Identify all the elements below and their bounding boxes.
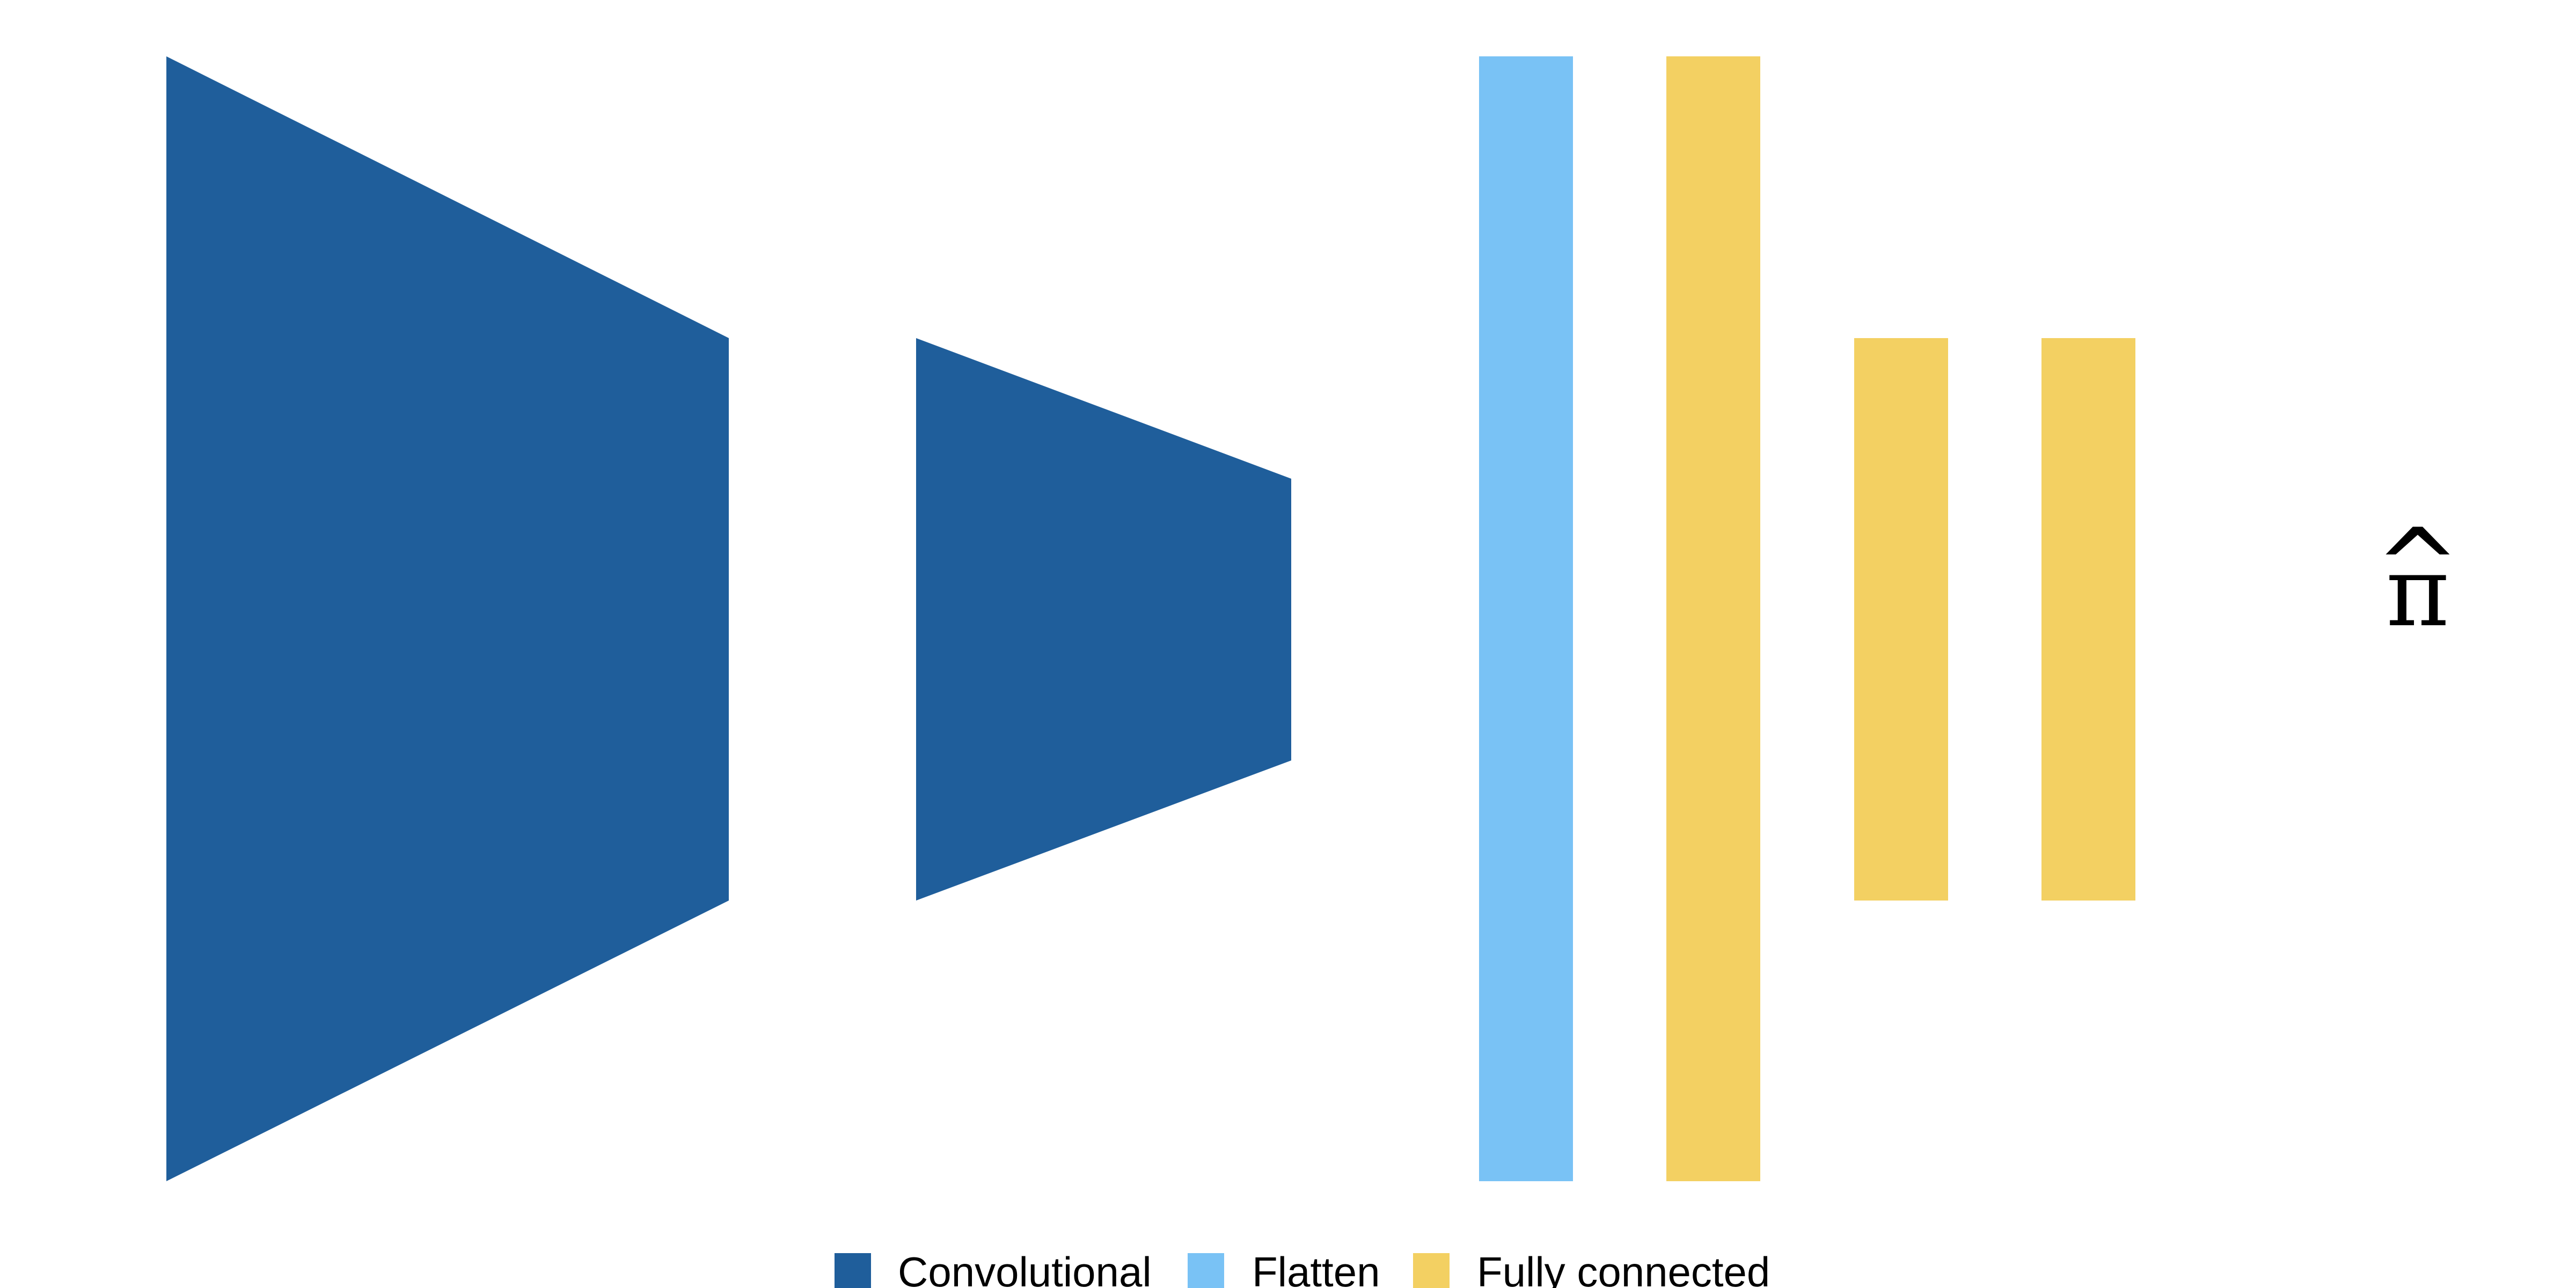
flatten-layer — [1479, 56, 1573, 1181]
legend-swatch-flatten — [1188, 1253, 1224, 1288]
legend: Convolutional Flatten Fully connected — [835, 1248, 1770, 1288]
legend-swatch-convolutional — [835, 1253, 871, 1288]
output-label: ^ π — [2375, 507, 2460, 648]
conv-layer-1 — [166, 56, 729, 1181]
legend-label-convolutional: Convolutional — [898, 1248, 1152, 1288]
legend-label-fully-connected: Fully connected — [1477, 1248, 1770, 1288]
legend-label-flatten: Flatten — [1252, 1248, 1380, 1288]
legend-swatch-fully-connected — [1413, 1253, 1450, 1288]
conv-layer-2 — [916, 338, 1291, 901]
fully-connected-layer-3 — [2041, 338, 2135, 901]
output-symbol: π — [2386, 536, 2449, 648]
fully-connected-layer-1 — [1666, 56, 1760, 1181]
fully-connected-layer-2 — [1854, 338, 1948, 901]
output-hat: ^ — [2375, 507, 2460, 625]
